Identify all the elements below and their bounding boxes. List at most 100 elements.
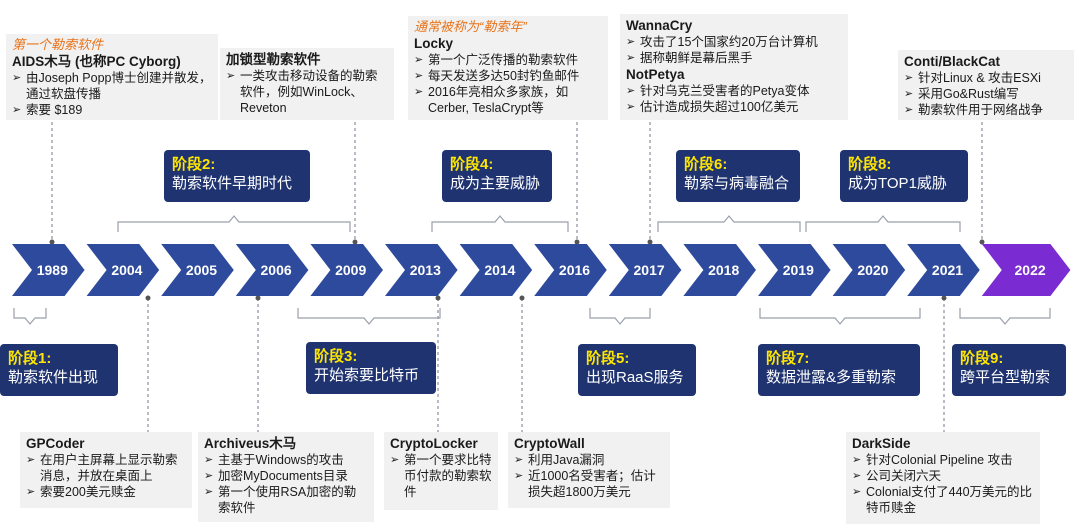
- card-wannacry-notpetya: WannaCry 攻击了15个国家约20万台计算机 据称朝鲜是幕后黑手 NotP…: [620, 14, 848, 120]
- card-item: 第一个要求比特币付款的勒索软件: [390, 452, 492, 500]
- card-locky: 通常被称为“勒索年” Locky 第一个广泛传播的勒索软件 每天发送多达50封钓…: [408, 16, 608, 120]
- stage-9: 阶段9: 跨平台型勒索: [952, 344, 1066, 396]
- card-title: Locky: [414, 36, 454, 51]
- stage-3: 阶段3: 开始索要比特币: [306, 342, 436, 394]
- card-title: DarkSide: [852, 436, 911, 451]
- card-tag: 第一个勒索软件: [12, 37, 104, 52]
- card-title: GPCoder: [26, 436, 85, 451]
- year-label: 2017: [634, 262, 665, 278]
- card-title-2: NotPetya: [626, 67, 685, 82]
- connector-dot: [519, 295, 525, 301]
- stage-4: 阶段4: 成为主要威胁: [442, 150, 552, 202]
- stage-text: 出现RaaS服务: [586, 369, 684, 386]
- card-tag: 通常被称为“勒索年”: [414, 19, 527, 34]
- card-item: 公司关闭六天: [852, 468, 1034, 484]
- year-arrow-2009: [310, 244, 383, 296]
- card-item: Colonial支付了440万美元的比特币赎金: [852, 484, 1034, 516]
- stage-2: 阶段2: 勒索软件早期时代: [164, 150, 310, 202]
- stage-number: 阶段4:: [450, 156, 494, 173]
- connector-dot: [145, 295, 151, 301]
- stage-text: 数据泄露&多重勒索: [766, 369, 897, 386]
- card-title: 加锁型勒索软件: [226, 52, 321, 67]
- year-label: 2013: [410, 262, 441, 278]
- year-arrow-2005: [161, 244, 234, 296]
- card-archiveus: Archiveus木马 主基于Windows的攻击 加密MyDocuments目…: [198, 432, 374, 522]
- stage-brace: [959, 308, 1051, 325]
- card-item: 主基于Windows的攻击: [204, 452, 368, 468]
- stage-5: 阶段5: 出现RaaS服务: [578, 344, 696, 396]
- stage-brace: [431, 215, 569, 232]
- card-item: 第一个使用RSA加密的勒索软件: [204, 484, 368, 516]
- card-item: 由Joseph Popp博士创建并散发，通过软盘传播: [12, 70, 212, 102]
- connector-dot: [574, 239, 580, 245]
- stage-braces: [13, 215, 1051, 325]
- card-title: AIDS木马 (也称PC Cyborg): [12, 54, 181, 69]
- card-title: CryptoWall: [514, 436, 585, 451]
- card-item: 在用户主屏幕上显示勒索消息，并放在桌面上: [26, 452, 186, 484]
- year-label: 2016: [559, 262, 590, 278]
- stage-brace: [657, 215, 801, 232]
- stage-8: 阶段8: 成为TOP1威胁: [840, 150, 968, 202]
- year-label: 2006: [261, 262, 292, 278]
- stage-number: 阶段8:: [848, 156, 892, 173]
- card-item: 采用Go&Rust编写: [904, 86, 1068, 102]
- card-item: 利用Java漏洞: [514, 452, 664, 468]
- year-arrow-2020: [832, 244, 906, 296]
- card-aids-trojan: 第一个勒索软件 AIDS木马 (也称PC Cyborg) 由Joseph Pop…: [6, 34, 218, 120]
- card-item: 针对Linux & 攻击ESXi: [904, 70, 1068, 86]
- stage-text: 勒索软件出现: [8, 369, 99, 386]
- stage-brace: [297, 308, 441, 325]
- connector-dot: [49, 239, 55, 245]
- year-arrow-2013: [385, 244, 458, 296]
- card-item: 攻击了15个国家约20万台计算机: [626, 34, 842, 50]
- year-arrow-2016: [534, 244, 607, 296]
- stage-number: 阶段9:: [960, 350, 1004, 367]
- year-arrow-2004: [86, 244, 160, 296]
- stage-brace: [589, 308, 651, 325]
- card-title: WannaCry: [626, 18, 693, 33]
- connector-lines: [49, 122, 985, 432]
- year-label: 2005: [186, 262, 217, 278]
- stage-number: 阶段1:: [8, 350, 52, 367]
- year-label: 1989: [37, 262, 68, 278]
- year-arrow-2006: [235, 244, 309, 296]
- year-arrow-2022: [981, 244, 1071, 296]
- year-label: 2014: [484, 262, 515, 278]
- year-label: 2009: [335, 262, 366, 278]
- card-item: 加密MyDocuments目录: [204, 468, 368, 484]
- connector-dot: [435, 295, 441, 301]
- year-label: 2022: [1015, 262, 1046, 278]
- card-conti-blackcat: Conti/BlackCat 针对Linux & 攻击ESXi 采用Go&Rus…: [898, 50, 1074, 120]
- card-item: 勒索软件用于网络战争: [904, 102, 1068, 118]
- connector-dot: [979, 239, 985, 245]
- year-arrow-1989: [12, 244, 85, 296]
- card-item: 针对Colonial Pipeline 攻击: [852, 452, 1034, 468]
- stage-number: 阶段7:: [766, 350, 810, 367]
- connector-dot: [255, 295, 261, 301]
- stage-text: 跨平台型勒索: [960, 369, 1051, 386]
- stage-text: 成为主要威胁: [450, 175, 541, 192]
- card-title: Archiveus木马: [204, 436, 297, 451]
- card-gpcoder: GPCoder 在用户主屏幕上显示勒索消息，并放在桌面上 索要200美元赎金: [20, 432, 192, 508]
- year-label: 2019: [783, 262, 814, 278]
- year-arrow-2019: [758, 244, 831, 296]
- stage-number: 阶段2:: [172, 156, 216, 173]
- card-title: Conti/BlackCat: [904, 54, 1001, 69]
- card-item: 每天发送多达50封钓鱼邮件: [414, 68, 602, 84]
- connector-dot: [647, 239, 653, 245]
- year-label: 2021: [932, 262, 963, 278]
- card-item: 索要 $189: [12, 102, 212, 118]
- card-item: 针对乌克兰受害者的Petya变体: [626, 83, 842, 99]
- stage-text: 开始索要比特币: [314, 367, 420, 384]
- year-label: 2020: [857, 262, 888, 278]
- year-arrow-2014: [459, 244, 533, 296]
- stage-text: 勒索软件早期时代: [172, 175, 293, 192]
- stage-brace: [759, 308, 921, 325]
- card-locker-ransomware: 加锁型勒索软件 一类攻击移动设备的勒索软件，例如WinLock、Reveton: [220, 48, 394, 120]
- card-cryptowall: CryptoWall 利用Java漏洞 近1000名受害者；估计损失超1800万…: [508, 432, 670, 508]
- stage-brace: [805, 215, 961, 232]
- year-arrow-2021: [907, 244, 980, 296]
- stage-number: 阶段6:: [684, 156, 728, 173]
